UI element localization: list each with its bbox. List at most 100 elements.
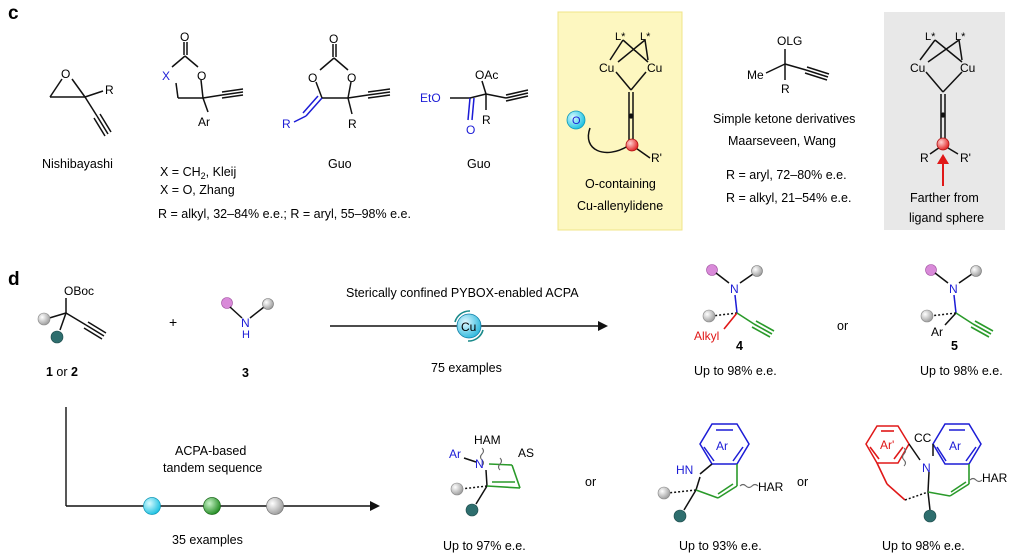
step1-icon bbox=[143, 497, 161, 515]
atom-h: H bbox=[242, 329, 250, 341]
atom-cu: Cu bbox=[647, 61, 662, 75]
ketone-ee-alkyl: R = alkyl, 21–54% e.e. bbox=[726, 191, 851, 205]
examples-bottom: 35 examples bbox=[172, 533, 243, 547]
prodC-ee: Up to 98% e.e. bbox=[882, 539, 965, 553]
label-5: 5 bbox=[951, 339, 958, 353]
tandem-line1: ACPA-based bbox=[175, 444, 246, 458]
prodA-ee: Up to 97% e.e. bbox=[443, 539, 526, 553]
caption-guo: Guo bbox=[328, 157, 352, 171]
atom-o: O bbox=[466, 123, 475, 137]
atom-l-star: L* bbox=[640, 31, 651, 43]
ligand-sphere-box: L* L* Cu Cu R R' Farther from ligand sph… bbox=[884, 12, 1005, 230]
ketone-ee-aryl: R = aryl, 72–80% e.e. bbox=[726, 168, 847, 182]
atom-r: R bbox=[920, 151, 929, 165]
ee-summary: R = alkyl, 32–84% e.e.; R = aryl, 55–98%… bbox=[158, 207, 411, 221]
step2-icon bbox=[203, 497, 221, 515]
atom-hn: HN bbox=[676, 463, 693, 477]
atom-r: R bbox=[482, 113, 491, 127]
catalyst-label: Cu bbox=[461, 320, 476, 334]
gray-line2: ligand sphere bbox=[909, 211, 984, 225]
examples-top: 75 examples bbox=[431, 361, 502, 375]
atom-me: Me bbox=[747, 68, 764, 82]
atom-cu: Cu bbox=[599, 61, 614, 75]
atom-l-star: L* bbox=[925, 31, 936, 43]
atom-n: N bbox=[475, 457, 484, 471]
atom-ar-prime: Ar' bbox=[880, 438, 894, 452]
atom-as: AS bbox=[518, 446, 534, 460]
atom-n: N bbox=[949, 282, 958, 296]
main-reaction-arrow: Sterically confined PYBOX-enabled ACPA C… bbox=[330, 286, 608, 375]
atom-ar: Ar bbox=[716, 439, 728, 453]
step3-icon bbox=[266, 497, 284, 515]
highlight-line2: Cu-allenylidene bbox=[577, 199, 663, 213]
atom-har: HAR bbox=[982, 471, 1008, 485]
product-dihydropyrrole: Ar HAM N AS Up to 97% e.e. bbox=[443, 433, 534, 553]
tandem-arrow: ACPA-based tandem sequence 35 examples bbox=[65, 407, 380, 547]
atom-n: N bbox=[922, 461, 931, 475]
prodB-ee: Up to 93% e.e. bbox=[679, 539, 762, 553]
label-3: 3 bbox=[242, 366, 249, 380]
label-4: 4 bbox=[736, 339, 743, 353]
atom-o: O bbox=[61, 67, 70, 81]
atom-o: O bbox=[347, 71, 356, 85]
atom-alkyl: Alkyl bbox=[694, 329, 719, 343]
tandem-line2: tandem sequence bbox=[163, 461, 262, 475]
atom-cu: Cu bbox=[910, 61, 925, 75]
atom-r: R bbox=[282, 117, 291, 131]
or-2: or bbox=[585, 475, 596, 489]
atom-l-star: L* bbox=[955, 31, 966, 43]
atom-r-prime: R' bbox=[960, 151, 971, 165]
atom-har: HAR bbox=[758, 480, 784, 494]
caption-nishibayashi: Nishibayashi bbox=[42, 157, 113, 171]
cu-catalyst-icon bbox=[456, 313, 482, 339]
atom-eto: EtO bbox=[420, 91, 441, 105]
or-1: or bbox=[837, 319, 848, 333]
atom-olg: OLG bbox=[777, 34, 802, 48]
label-1-or-2: 1 or 2 bbox=[46, 365, 78, 379]
product5-ee: Up to 98% e.e. bbox=[920, 364, 1003, 378]
plus-sign: + bbox=[169, 314, 177, 330]
atom-r-prime: R' bbox=[651, 151, 662, 165]
caption-guo-2: Guo bbox=[467, 157, 491, 171]
atom-n: N bbox=[730, 282, 739, 296]
epoxide-structure: O R Nishibayashi bbox=[42, 67, 114, 171]
atom-l-star: L* bbox=[615, 31, 626, 43]
atom-cu: Cu bbox=[960, 61, 975, 75]
product4-ee: Up to 98% e.e. bbox=[694, 364, 777, 378]
atom-x: X bbox=[162, 69, 170, 83]
atom-o: O bbox=[572, 115, 581, 127]
atom-o: O bbox=[329, 32, 338, 46]
arrow-top-label: Sterically confined PYBOX-enabled ACPA bbox=[346, 286, 579, 300]
ketoester-structure: OAc EtO O R Guo bbox=[420, 68, 529, 171]
ketone-line1: Simple ketone derivatives bbox=[713, 112, 855, 126]
atom-o: O bbox=[180, 30, 189, 44]
caption-zhang: X = O, Zhang bbox=[160, 183, 235, 197]
atom-ar: Ar bbox=[198, 115, 210, 129]
amine-structure: N H 3 bbox=[221, 297, 274, 380]
atom-oac: OAc bbox=[475, 68, 498, 82]
atom-oboc: OBoc bbox=[64, 284, 94, 298]
highlight-line1: O-containing bbox=[585, 177, 656, 191]
atom-ar: Ar bbox=[931, 325, 943, 339]
atom-ar: Ar bbox=[949, 439, 961, 453]
panel-c-label: c bbox=[8, 3, 19, 24]
panel-d-label: d bbox=[8, 269, 20, 290]
product-polycycle: Ar' CC Ar N HAR Up to 98% e.e. bbox=[865, 423, 1008, 553]
atom-cc: CC bbox=[914, 431, 932, 445]
atom-r: R bbox=[348, 117, 357, 131]
atom-n: N bbox=[241, 316, 250, 330]
carbonate-structure: O X O Ar X = CH2, Kleij X = O, Zhang bbox=[160, 30, 244, 197]
caption-kleij: X = CH2, Kleij bbox=[160, 165, 236, 181]
gray-line1: Farther from bbox=[910, 191, 979, 205]
or-3: or bbox=[797, 475, 808, 489]
atom-o: O bbox=[308, 71, 317, 85]
product-4: N Alkyl 4 Up to 98% e.e. bbox=[694, 264, 777, 378]
atom-r: R bbox=[781, 82, 790, 96]
ketone-structure: OLG Me R Simple ketone derivatives Maars… bbox=[713, 34, 855, 205]
product-5: N Ar 5 Up to 98% e.e. bbox=[920, 264, 1003, 378]
atom-r: R bbox=[105, 83, 114, 97]
atom-o: O bbox=[197, 69, 206, 83]
atom-ar: Ar bbox=[449, 447, 461, 461]
ketone-line2: Maarseveen, Wang bbox=[728, 134, 836, 148]
